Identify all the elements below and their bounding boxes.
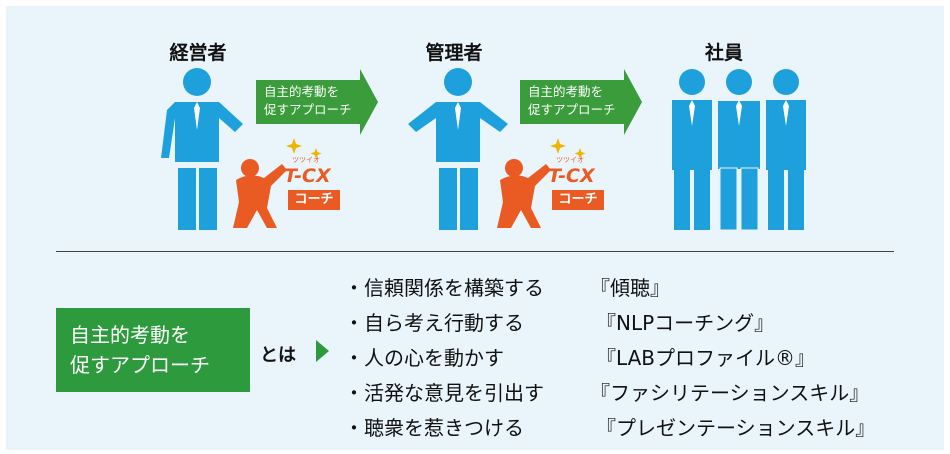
arrow-label-line2: 促すアプローチ (264, 102, 352, 117)
arrow-shape-icon (256, 69, 378, 135)
arrow-label-line1: 自主的考動を (528, 84, 604, 99)
manager-figure-icon (408, 68, 508, 230)
coach-ruby: ツツイオ (556, 156, 584, 164)
item-skill: 『ファシリテーションスキル』 (590, 381, 870, 405)
coach-2: ツツイオ T-CX コーチ (490, 138, 620, 232)
coach-logo: T-CX (548, 165, 595, 187)
coach-figure-icon (497, 159, 550, 228)
item-skill: 『プレゼンテーションスキル』 (596, 416, 876, 440)
item-description: ・自ら考え行動する (344, 311, 524, 335)
pointer-triangle-icon (316, 340, 329, 362)
item-description: ・聴衆を惹きつける (344, 416, 524, 440)
item-description: ・活発な意見を引出す (344, 381, 544, 405)
definition-line1: 自主的考動を (70, 323, 190, 347)
arrow-label-line1: 自主的考動を (264, 84, 340, 99)
sparkle-icon (286, 138, 322, 159)
coach-ruby: ツツイオ (292, 156, 320, 164)
definition-toha: とは (260, 345, 296, 366)
executive-figure-icon (161, 68, 243, 230)
employees-figure-icon (672, 69, 806, 231)
section-divider (56, 251, 894, 252)
sparkle-icon (550, 138, 586, 159)
role-employee: 社員 (704, 42, 743, 64)
role-executive: 経営者 (169, 42, 227, 64)
item-skill: 『傾聴』 (590, 276, 670, 300)
approach-arrow-1: 自主的考動を 促すアプローチ (256, 69, 378, 135)
item-description: ・信頼関係を構築する (344, 276, 544, 300)
coach-1: ツツイオ T-CX コーチ (226, 138, 356, 232)
definition-line2: 促すアプローチ (70, 353, 210, 377)
coach-figure-icon (233, 159, 286, 228)
approach-arrow-2: 自主的考動を 促すアプローチ (520, 69, 642, 135)
coach-badge: コーチ (288, 190, 340, 210)
arrow-label-line2: 促すアプローチ (528, 102, 616, 117)
definition-box: 自主的考動を 促すアプローチ (56, 308, 250, 392)
coach-logo: T-CX (284, 165, 331, 187)
role-manager: 管理者 (425, 42, 483, 64)
item-skill: 『LABプロファイル®』 (596, 346, 816, 370)
arrow-shape-icon (520, 69, 642, 135)
item-skill: 『NLPコーチング』 (596, 311, 775, 335)
item-description: ・人の心を動かす (344, 346, 504, 370)
coach-badge: コーチ (552, 190, 604, 210)
